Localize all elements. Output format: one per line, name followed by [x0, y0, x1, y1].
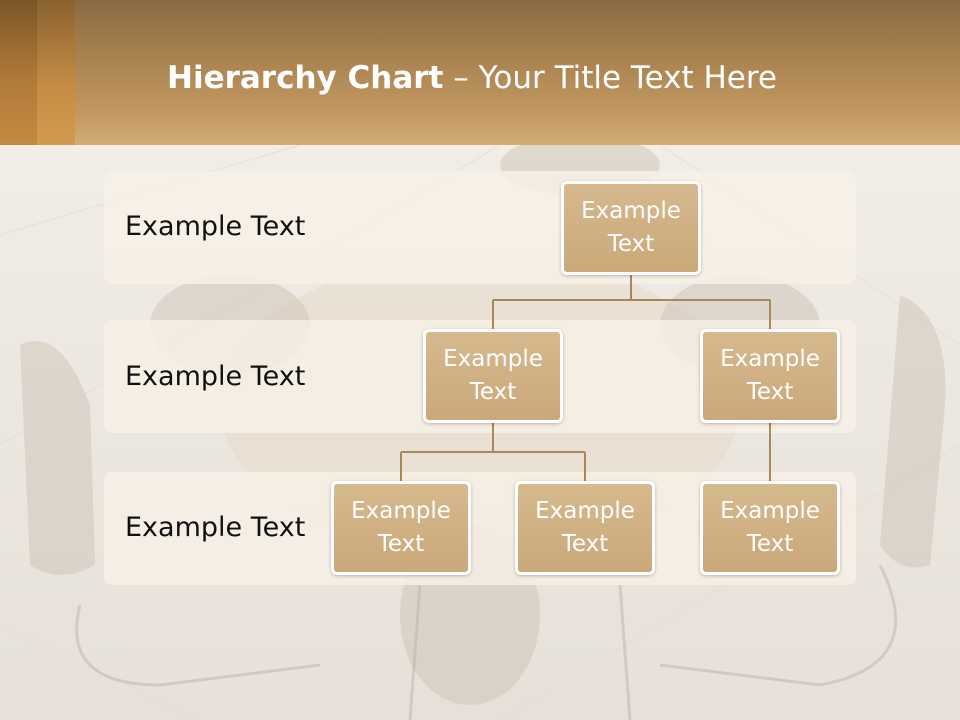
- slide-title-bold: Hierarchy Chart: [167, 60, 444, 96]
- node-bottom-left[interactable]: Example Text: [331, 481, 471, 575]
- node-bottom-middle[interactable]: Example Text: [515, 481, 655, 575]
- node-bottom-right[interactable]: Example Text: [700, 481, 840, 575]
- header-accent-inner: [37, 0, 75, 145]
- slide-title-rest: – Your Title Text Here: [443, 60, 777, 96]
- header-band: [0, 0, 960, 145]
- node-mid-left[interactable]: Example Text: [423, 329, 563, 423]
- slide-title[interactable]: Hierarchy Chart – Your Title Text Here: [167, 56, 777, 100]
- level-2-label[interactable]: Example Text: [125, 361, 306, 392]
- level-3-label[interactable]: Example Text: [125, 512, 306, 543]
- node-root[interactable]: Example Text: [561, 181, 701, 275]
- level-band-1: [104, 171, 856, 284]
- level-1-label[interactable]: Example Text: [125, 211, 306, 242]
- header-accent: [0, 0, 75, 145]
- node-mid-right[interactable]: Example Text: [700, 329, 840, 423]
